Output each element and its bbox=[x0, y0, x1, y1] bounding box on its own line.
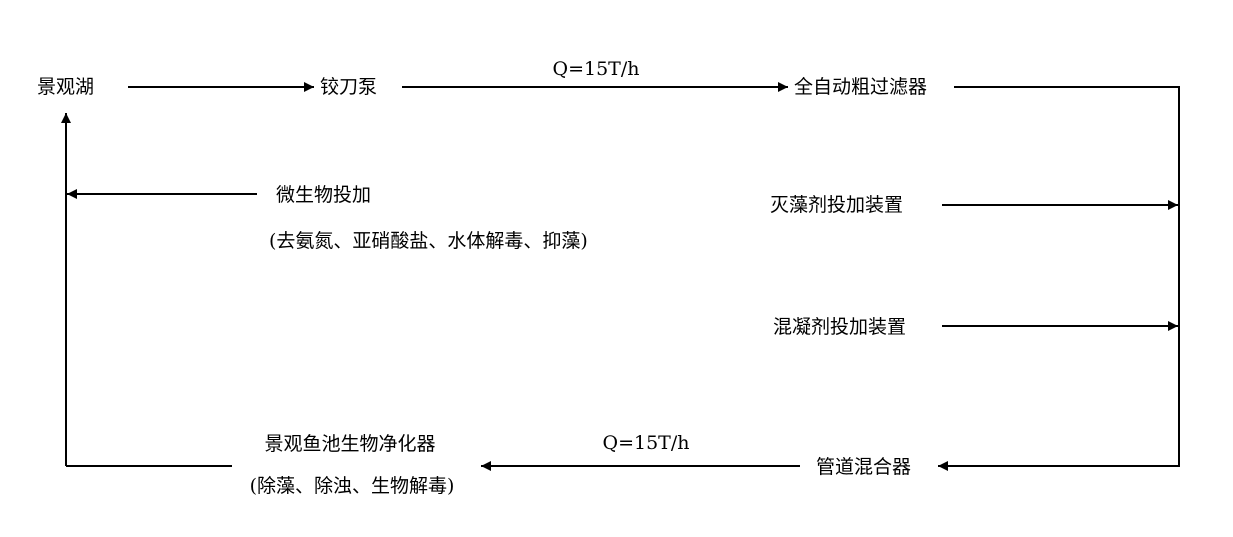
node-algicide: 灭藻剂投加装置 bbox=[770, 194, 904, 216]
node-pump: 铰刀泵 bbox=[320, 76, 378, 98]
flow-rate-top: Q=15T/h bbox=[552, 58, 640, 80]
node-lake: 景观湖 bbox=[37, 76, 95, 98]
node-filter: 全自动粗过滤器 bbox=[794, 76, 928, 98]
flow-rate-bottom: Q=15T/h bbox=[602, 432, 690, 454]
node-mixer: 管道混合器 bbox=[816, 456, 912, 478]
node-microbe-note: (去氨氮、亚硝酸盐、水体解毒、抑藻) bbox=[269, 230, 588, 252]
node-coagulant: 混凝剂投加装置 bbox=[773, 316, 907, 338]
node-purifier: 景观鱼池生物净化器 bbox=[264, 433, 436, 455]
node-microbe: 微生物投加 bbox=[276, 184, 372, 206]
node-purifier-note: (除藻、除浊、生物解毒) bbox=[249, 475, 455, 497]
